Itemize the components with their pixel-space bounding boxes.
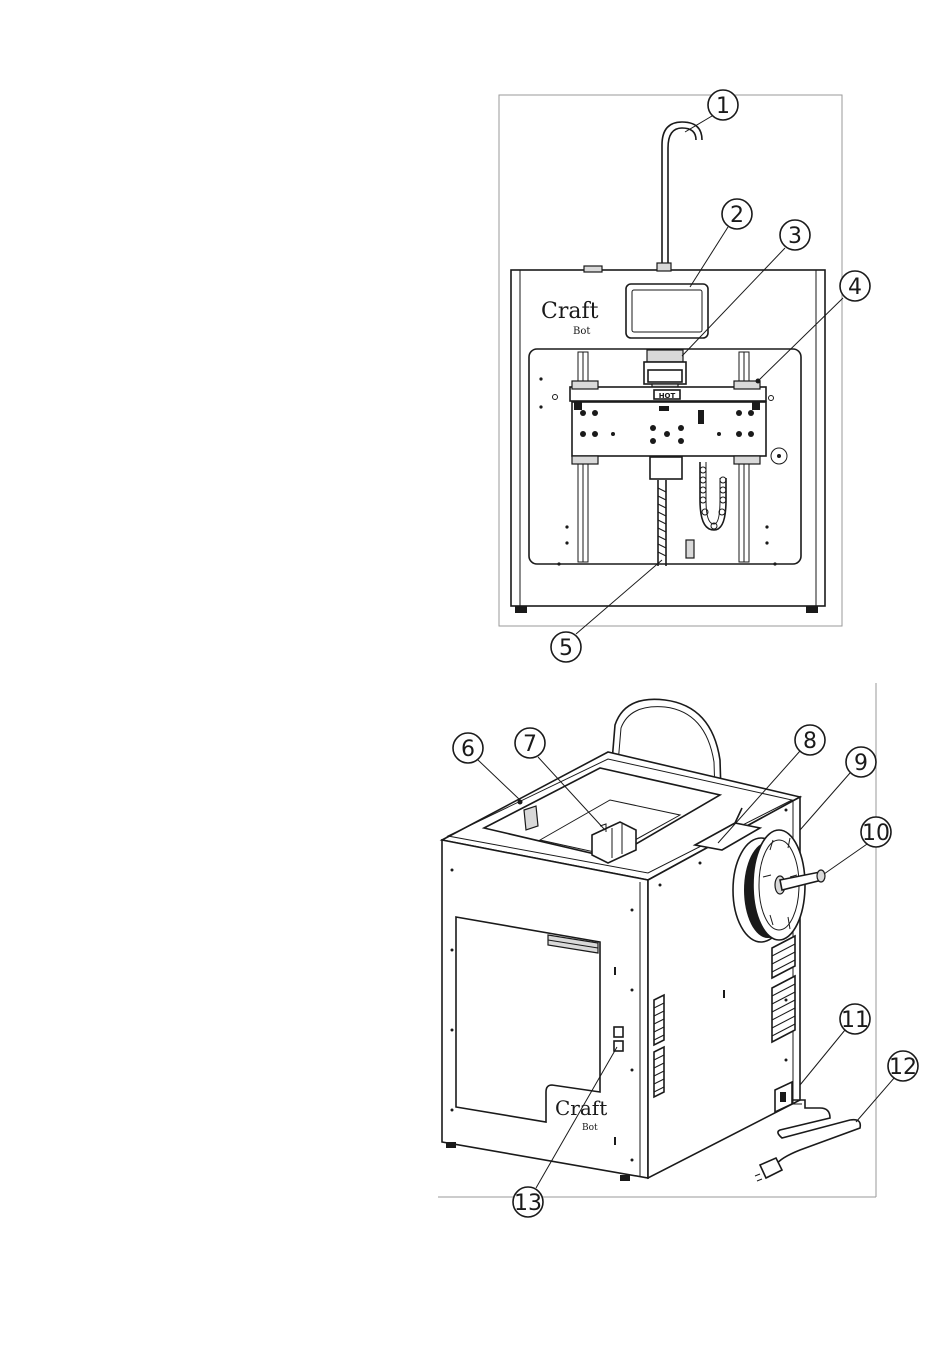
front-view: Craft Bot HOT [499,90,870,662]
hot-label: HOT [659,392,676,400]
callout-10: 10 [861,817,891,847]
svg-text:13: 13 [514,1191,542,1216]
callout-13: 13 [513,1187,543,1217]
touch-screen [626,284,708,338]
svg-text:11: 11 [841,1008,869,1033]
print-head [644,350,686,390]
svg-text:12: 12 [889,1055,917,1080]
callout-11: 11 [840,1004,870,1034]
callout-12: 12 [888,1051,918,1081]
callout-3: 3 [780,220,810,250]
rear-view: Craft Bot [438,683,918,1217]
callout-8: 8 [795,725,825,755]
svg-text:4: 4 [848,275,862,300]
svg-text:9: 9 [854,751,868,776]
svg-text:2: 2 [730,203,744,228]
svg-text:6: 6 [461,737,475,762]
svg-text:7: 7 [523,732,537,757]
svg-text:1: 1 [716,94,730,119]
logo-line2: Bot [573,326,590,337]
svg-text:3: 3 [788,224,802,249]
rear-logo-line2: Bot [582,1123,598,1133]
svg-text:5: 5 [559,636,573,661]
svg-text:8: 8 [803,729,817,754]
logo-line1: Craft [541,299,599,324]
callout-9: 9 [846,747,876,777]
usb-port [614,1027,623,1037]
callout-6: 6 [453,733,483,763]
callout-4: 4 [840,271,870,301]
callout-5: 5 [551,632,581,662]
callout-1: 1 [708,90,738,120]
rear-logo-line1: Craft [555,1096,607,1120]
callout-7: 7 [515,728,545,758]
power-cable [776,1100,860,1165]
callout-2: 2 [722,199,752,229]
svg-text:10: 10 [862,821,890,846]
z-motor [650,457,682,479]
